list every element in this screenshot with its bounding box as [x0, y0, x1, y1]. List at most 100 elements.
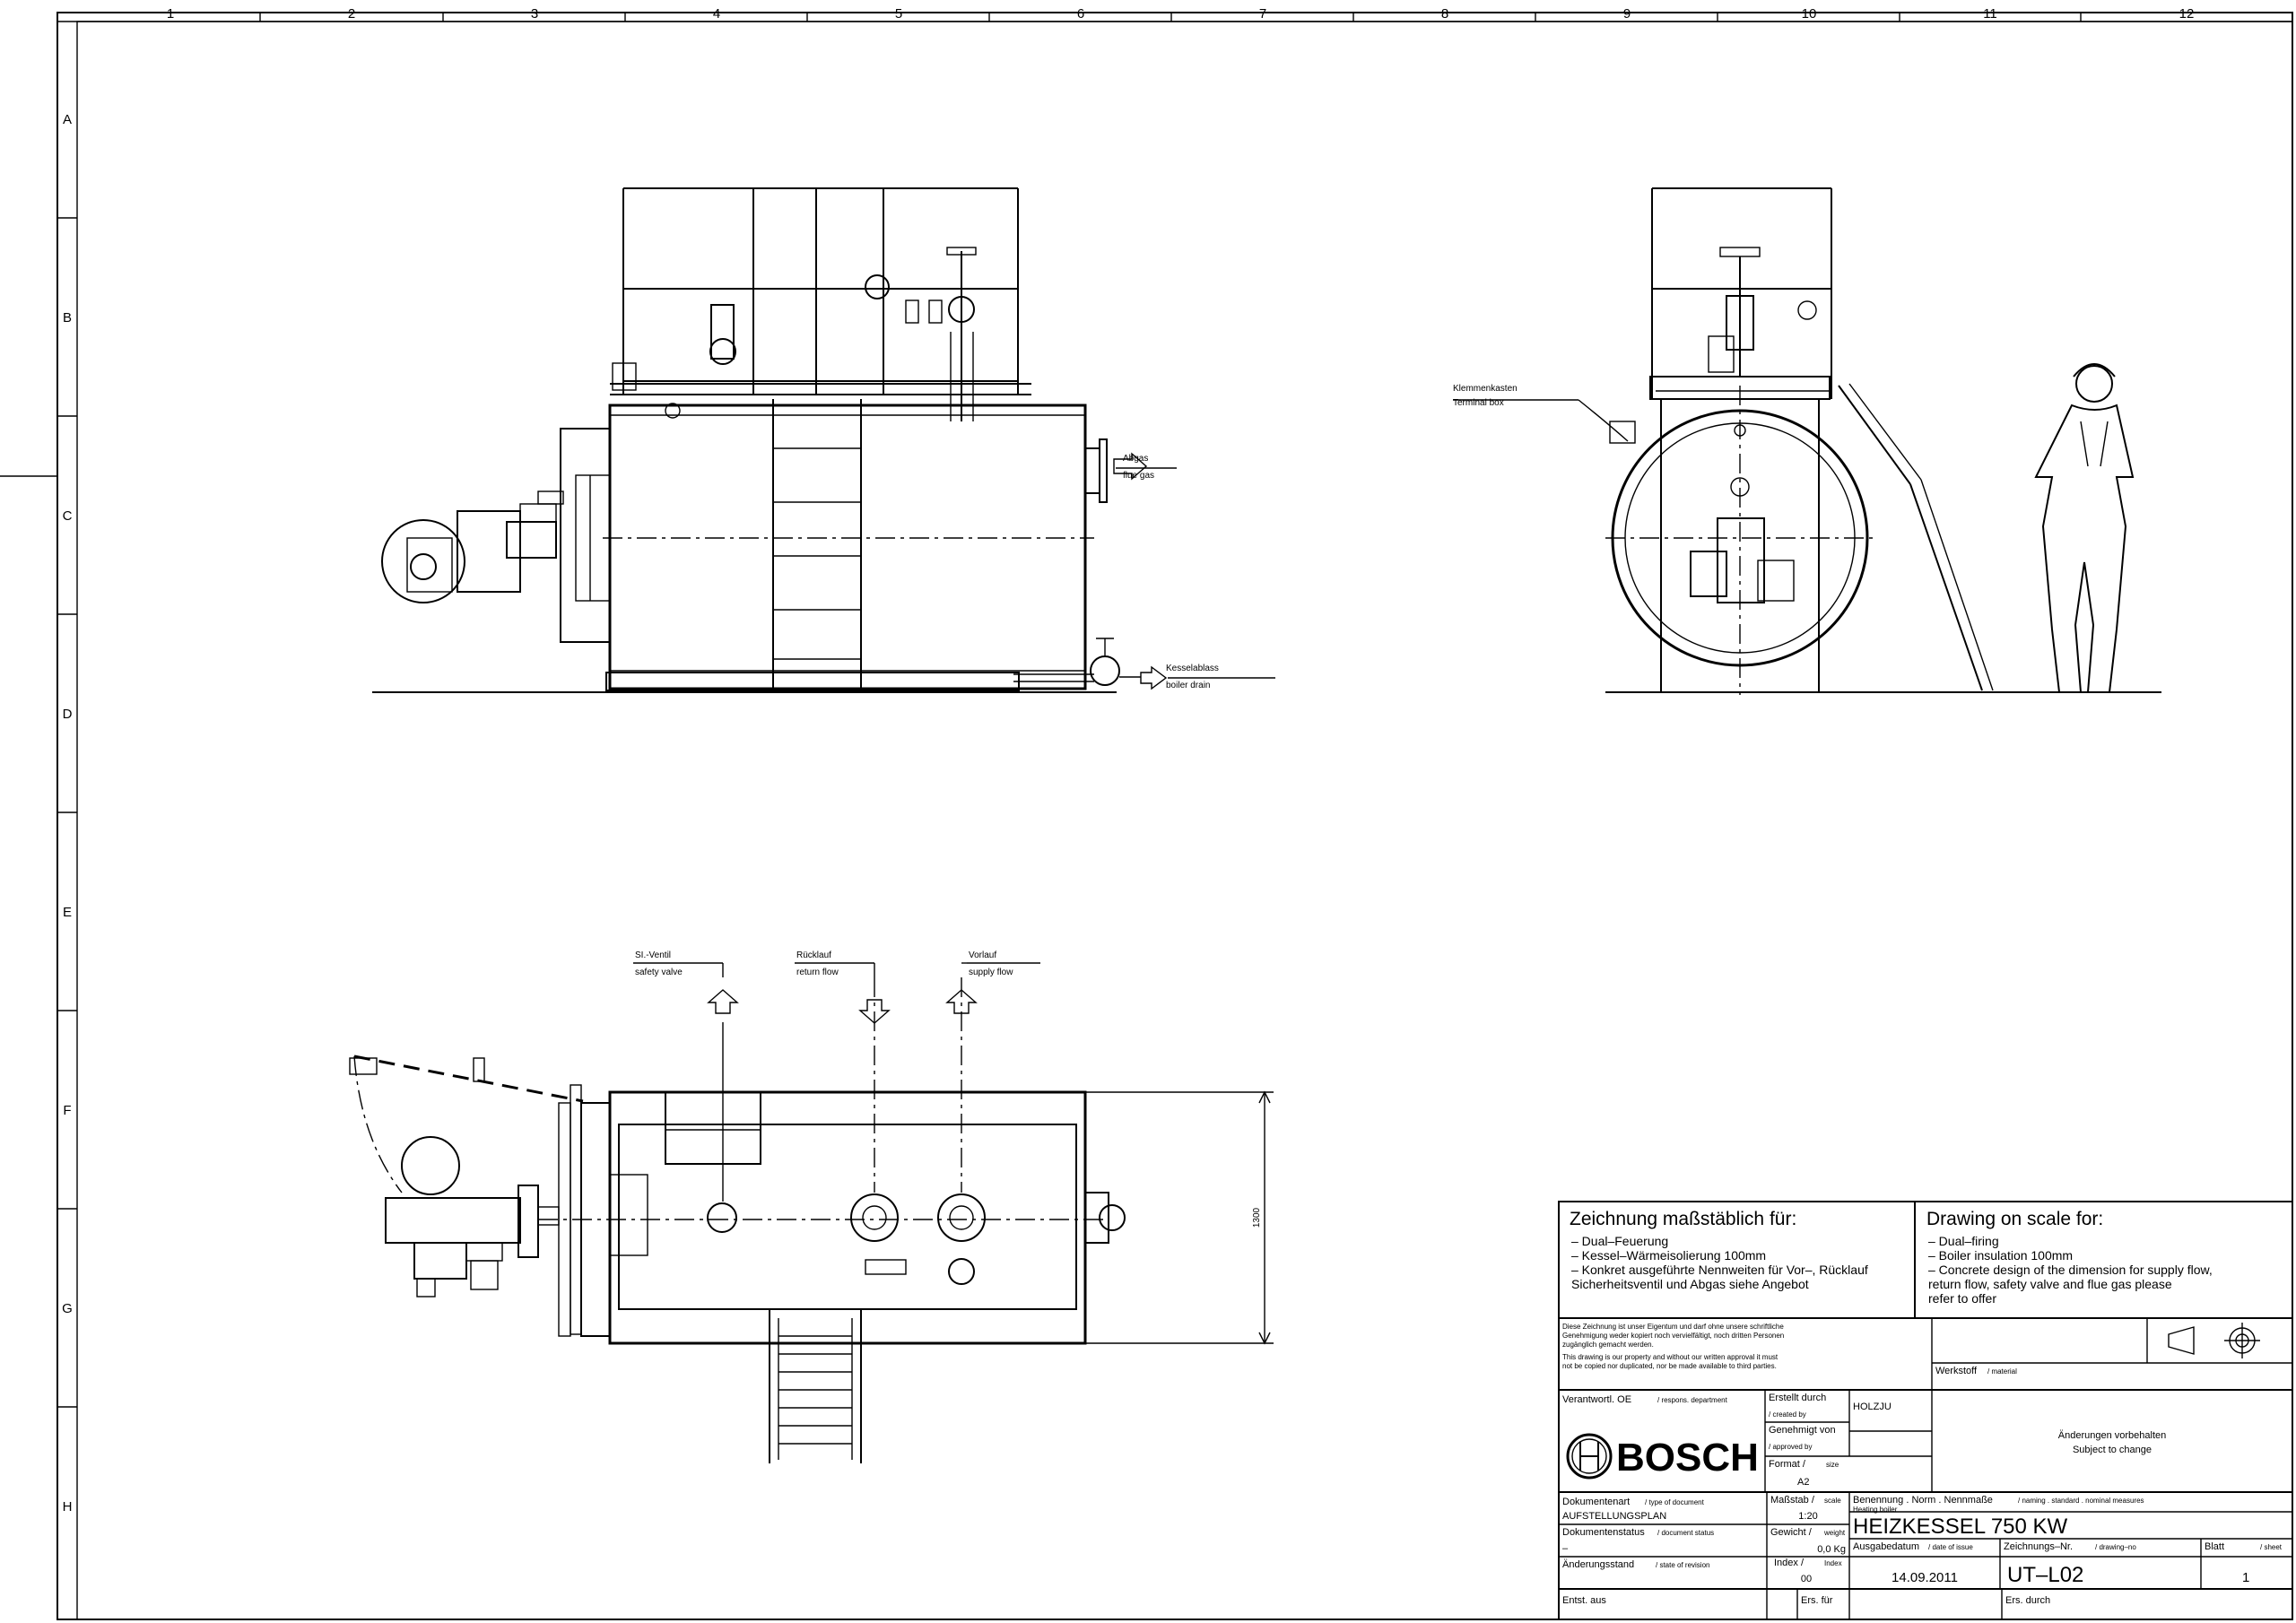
- terminal-box-label-en: Terminal box: [1453, 398, 1504, 408]
- document-status-value: –: [1562, 1543, 1569, 1554]
- subject-to-change-en: Subject to change: [2073, 1445, 2152, 1455]
- copyright-de: Genehmigung weder kopiert noch vervielfä…: [1562, 1332, 1784, 1340]
- index-label: Index /: [1774, 1558, 1805, 1568]
- naming-label-en: / naming . standard . nominal measures: [2018, 1497, 2144, 1505]
- document-type-label-en: / type of document: [1645, 1498, 1705, 1506]
- format-label: Format /: [1769, 1459, 1806, 1470]
- index-label-en: Index: [1824, 1559, 1842, 1567]
- supply-flow-label-en: supply flow: [969, 968, 1013, 977]
- issue-date-label: Ausgabedatum: [1853, 1541, 1919, 1552]
- scale-label-en: scale: [1824, 1497, 1841, 1505]
- issue-date-value: 14.09.2011: [1892, 1570, 1958, 1585]
- department-label-en: / respons. department: [1657, 1396, 1728, 1404]
- approved-by-label: Genehmigt von: [1769, 1425, 1836, 1436]
- grid-row-label: C: [63, 508, 73, 524]
- grid-row-label: G: [62, 1301, 73, 1316]
- sheet-label: Blatt: [2205, 1541, 2224, 1552]
- grid-row-label: H: [63, 1499, 73, 1515]
- drawing-no-value: UT–L02: [2007, 1563, 2083, 1587]
- created-by-value: HOLZJU: [1853, 1402, 1892, 1412]
- copyright-de: zugänglich gemacht werden.: [1562, 1341, 1654, 1349]
- notes-title-en: Drawing on scale for:: [1926, 1209, 2103, 1229]
- grid-col-label: 2: [348, 6, 355, 22]
- grid-col-label: 6: [1077, 6, 1084, 22]
- format-label-en: size: [1826, 1461, 1839, 1469]
- department-label: Verantwortl. OE: [1562, 1394, 1631, 1405]
- grid-row-label: A: [63, 112, 72, 127]
- revision-label: Änderungsstand: [1562, 1559, 1634, 1570]
- dimension-1300: 1300: [1252, 1207, 1262, 1228]
- subject-to-change-de: Änderungen vorbehalten: [2058, 1430, 2166, 1441]
- notes-line-en: return flow, safety valve and flue gas p…: [1928, 1277, 2172, 1291]
- grid-col-label: 9: [1623, 6, 1631, 22]
- weight-label: Gewicht /: [1770, 1527, 1813, 1538]
- copyright-de: Diese Zeichnung ist unser Eigentum und d…: [1562, 1323, 1784, 1331]
- grid-col-label: 4: [713, 6, 720, 22]
- index-value: 00: [1801, 1574, 1812, 1584]
- notes-title-de: Zeichnung maßstäblich für:: [1570, 1209, 1796, 1229]
- copyright-en: not be copied nor duplicated, nor be mad…: [1562, 1362, 1777, 1370]
- material-label: Werkstoff: [1935, 1366, 1978, 1376]
- boiler-drain-label-de: Kesselablass: [1166, 664, 1219, 673]
- notes-line-en: – Concrete design of the dimension for s…: [1928, 1263, 2213, 1277]
- grid-col-label: 7: [1259, 6, 1266, 22]
- grid-row-label: B: [63, 310, 72, 325]
- grid-col-label: 11: [1983, 6, 1997, 22]
- supply-flow-label-de: Vorlauf: [969, 950, 996, 960]
- safety-valve-label-en: safety valve: [635, 968, 683, 977]
- grid-col-label: 5: [895, 6, 902, 22]
- issue-date-label-en: / date of issue: [1928, 1543, 1973, 1551]
- document-status-label: Dokumentenstatus: [1562, 1527, 1645, 1538]
- notes-line-de: – Dual–Feuerung: [1571, 1234, 1668, 1248]
- grid-col-label: 1: [167, 6, 174, 22]
- boiler-drain-label-en: boiler drain: [1166, 681, 1210, 690]
- notes-line-de: – Kessel–Wärmeisolierung 100mm: [1571, 1248, 1766, 1263]
- plan-view: [349, 962, 1274, 1463]
- revision-label-en: / state of revision: [1656, 1561, 1709, 1569]
- notes-line-en: refer to offer: [1928, 1291, 1996, 1306]
- bosch-logo-icon: [1566, 1433, 1613, 1480]
- format-value: A2: [1797, 1477, 1809, 1488]
- document-type-value: AUFSTELLUNGSPLAN: [1562, 1511, 1666, 1522]
- weight-value: 0,0 Kg: [1817, 1544, 1846, 1555]
- created-by-label: Erstellt durch: [1769, 1393, 1826, 1403]
- safety-valve-label-de: SI.-Ventil: [635, 950, 671, 960]
- weight-label-en: weight: [1823, 1529, 1846, 1537]
- notes-line-de: Sicherheitsventil und Abgas siehe Angebo…: [1571, 1277, 1809, 1291]
- replaced-by-label: Ers. durch: [2005, 1595, 2050, 1606]
- drawing-no-label: Zeichnungs–Nr.: [2004, 1541, 2073, 1552]
- notes-line-de: – Konkret ausgeführte Nennweiten für Vor…: [1571, 1263, 1868, 1277]
- naming-value: HEIZKESSEL 750 KW: [1853, 1515, 2068, 1539]
- naming-sub: Heating boiler: [1853, 1506, 1898, 1514]
- flue-gas-label-en: flue gas: [1123, 471, 1154, 481]
- sheet-value: 1: [2242, 1570, 2249, 1585]
- approved-by-label-en: / approved by: [1769, 1443, 1812, 1451]
- return-flow-label-en: return flow: [796, 968, 839, 977]
- front-view: [1453, 187, 2161, 695]
- sheet-frame: 1 2 3 4 5 6 7 8 9 10 11 12 A B C D E F G…: [0, 6, 2293, 1620]
- scale-value: 1:20: [1798, 1511, 1817, 1522]
- grid-col-label: 3: [531, 6, 538, 22]
- return-flow-label-de: Rücklauf: [796, 950, 831, 960]
- naming-label: Benennung . Norm . Nennmaße: [1853, 1495, 1993, 1506]
- material-label-en: / material: [1987, 1367, 2017, 1376]
- grid-col-label: 10: [1802, 6, 1817, 22]
- grid-col-label: 12: [2179, 6, 2195, 22]
- terminal-box-label-de: Klemmenkasten: [1453, 384, 1518, 394]
- notes-line-en: – Dual–firing: [1928, 1234, 1999, 1248]
- document-status-label-en: / document status: [1657, 1529, 1714, 1537]
- grid-col-label: 8: [1441, 6, 1448, 22]
- grid-row-label: E: [63, 905, 72, 920]
- notes-line-en: – Boiler insulation 100mm: [1928, 1248, 2073, 1263]
- derived-from-label: Entst. aus: [1562, 1595, 1606, 1606]
- grid-row-label: F: [63, 1103, 71, 1118]
- scale-label: Maßstab /: [1770, 1495, 1815, 1506]
- flue-gas-label-de: Abgas: [1123, 454, 1148, 464]
- replaces-label: Ers. für: [1801, 1595, 1833, 1606]
- drawing-no-label-en: / drawing–no: [2095, 1543, 2136, 1551]
- document-type-label: Dokumentenart: [1562, 1497, 1630, 1507]
- sheet-label-en: / sheet: [2260, 1543, 2283, 1551]
- bosch-brand: BOSCH: [1616, 1436, 1759, 1480]
- title-block: [1558, 1317, 2293, 1620]
